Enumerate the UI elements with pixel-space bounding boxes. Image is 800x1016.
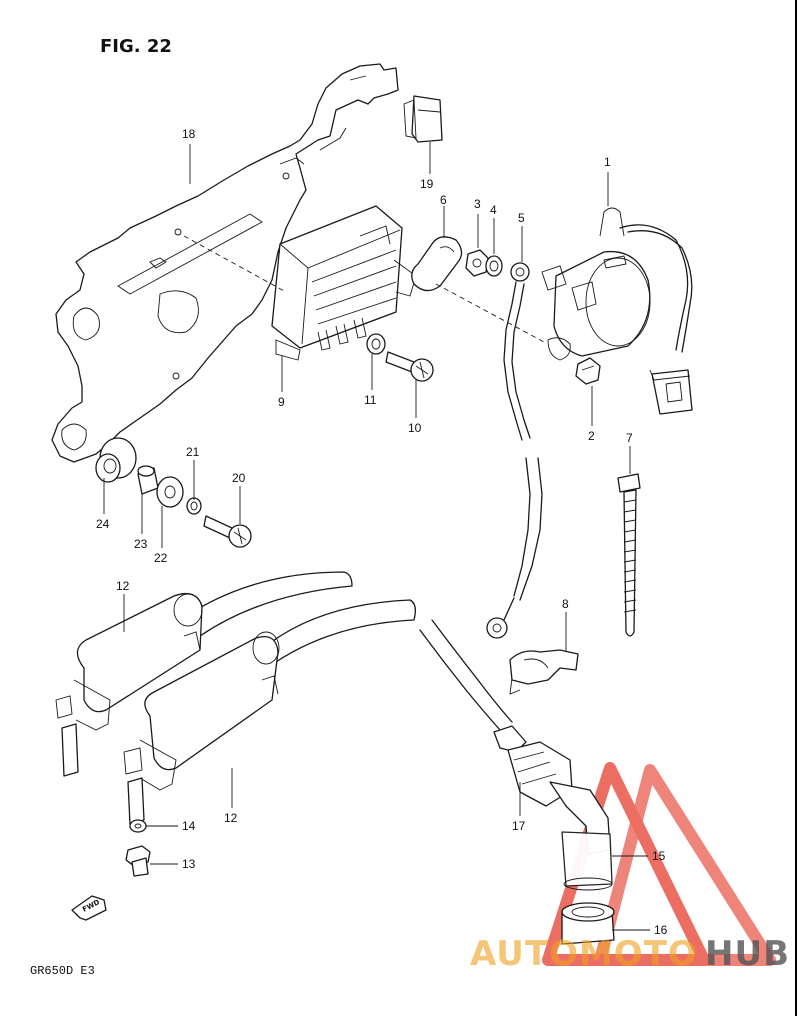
callout-13: 13 — [182, 857, 196, 871]
battery-cable-part-5 — [503, 262, 531, 441]
callouts: 1 2 3 4 5 6 7 8 9 10 11 12 12 13 14 15 1… — [96, 127, 668, 937]
mounting-bracket — [51, 63, 399, 463]
regulator-rectifier — [271, 205, 417, 361]
callout-21: 21 — [186, 445, 200, 459]
callout-11: 11 — [364, 393, 377, 407]
model-code: GR650D E3 — [30, 964, 95, 978]
washer-part-11 — [366, 333, 386, 355]
washer-part-4 — [485, 255, 503, 277]
callout-8: 8 — [562, 597, 569, 611]
forward-direction-arrow: FWD — [71, 895, 107, 921]
callout-18: 18 — [182, 127, 196, 141]
watermark-text-hub: HUB — [705, 934, 790, 974]
callout-20: 20 — [232, 471, 246, 485]
leader-lines — [103, 142, 650, 931]
callout-7: 7 — [626, 431, 633, 445]
callout-12-front: 12 — [224, 811, 238, 825]
boot-cap-part-6 — [411, 236, 463, 292]
grommet-part-24 — [95, 437, 137, 483]
washer-part-22 — [156, 476, 184, 508]
plug-cover-part-15 — [561, 831, 613, 891]
clip-part-19 — [403, 95, 443, 143]
callout-14: 14 — [182, 819, 196, 833]
callout-22: 22 — [154, 551, 168, 565]
screw-part-20 — [203, 515, 252, 548]
bolt-part-2 — [575, 357, 601, 385]
lock-washer-part-21 — [186, 497, 202, 515]
collar-part-23 — [137, 465, 159, 495]
bolt-part-13 — [125, 845, 151, 877]
lock-washer-part-14 — [129, 819, 147, 833]
callout-23: 23 — [134, 537, 148, 551]
callout-2: 2 — [588, 429, 595, 443]
callout-1: 1 — [604, 155, 611, 169]
plug-cap-part-16 — [561, 902, 615, 945]
callout-17: 17 — [512, 819, 526, 833]
callout-15: 15 — [652, 849, 666, 863]
callout-5: 5 — [518, 211, 525, 225]
spark-plug-lead-part-17 — [419, 619, 611, 855]
nut-part-3 — [465, 249, 489, 277]
relay-connector — [649, 369, 693, 415]
callout-6: 6 — [440, 193, 447, 207]
callout-12-rear: 12 — [116, 579, 130, 593]
callout-9: 9 — [278, 395, 285, 409]
clamp-part-8 — [509, 649, 579, 695]
starter-relay-part-1 — [541, 207, 693, 361]
ignition-coil-rear — [55, 571, 353, 777]
callout-19: 19 — [420, 177, 434, 191]
callout-24: 24 — [96, 517, 110, 531]
cable-tie-part-7 — [617, 473, 641, 637]
callout-4: 4 — [490, 203, 497, 217]
figure-title: FIG. 22 — [100, 36, 172, 57]
watermark-text: AUTOMOTO HUB — [470, 934, 790, 974]
callout-10: 10 — [408, 421, 422, 435]
callout-16: 16 — [654, 923, 668, 937]
watermark-text-automoto: AUTOMOTO — [470, 934, 698, 974]
cable-lower-section — [486, 457, 543, 639]
screw-part-10 — [385, 351, 434, 382]
callout-3: 3 — [474, 197, 481, 211]
ignition-coil-front — [123, 599, 416, 825]
